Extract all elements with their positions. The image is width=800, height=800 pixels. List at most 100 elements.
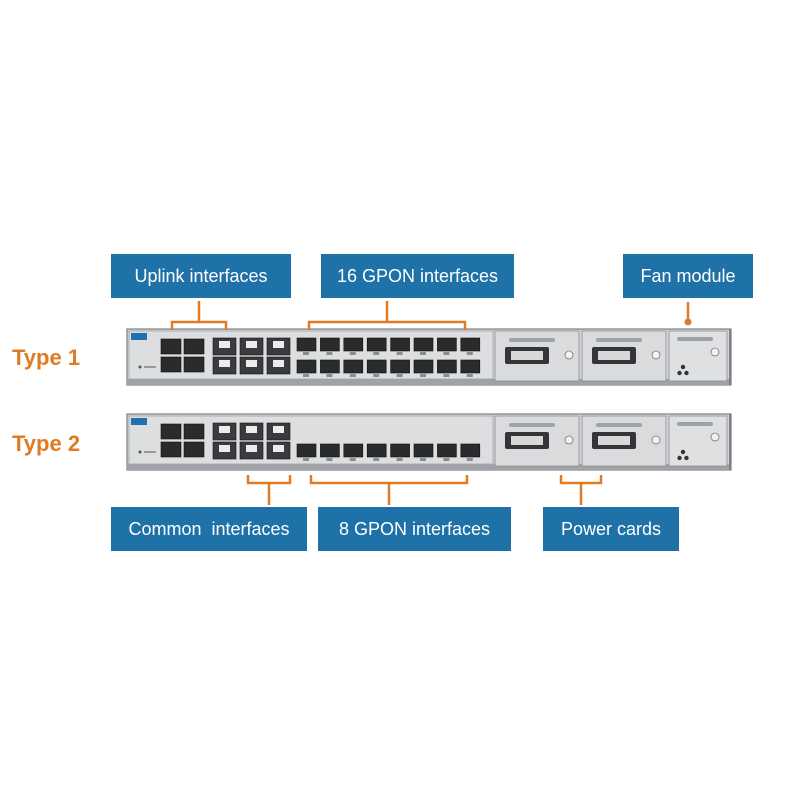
sfp-uplink-port [160, 356, 182, 373]
rj45-port-opening [246, 426, 257, 433]
fan-module-handle [677, 422, 713, 426]
gpon-port-led [326, 352, 333, 355]
gpon-port-led [373, 352, 380, 355]
sfp-uplink-port [160, 423, 182, 440]
gpon-port [296, 443, 317, 458]
bracket-common [246, 475, 292, 505]
rj45-port-opening [273, 341, 284, 348]
gpon-port [437, 359, 457, 374]
gpon-port-led [326, 458, 333, 461]
fan-module-screw [710, 432, 720, 442]
status-led [138, 450, 142, 454]
sfp-uplink-port [183, 423, 205, 440]
sfp-uplink-port [160, 338, 182, 355]
gpon-port [366, 443, 387, 458]
rj45-port-opening [273, 445, 284, 452]
gpon-port-led [373, 458, 380, 461]
power-card-screw [651, 350, 661, 360]
gpon-port-led [396, 458, 403, 461]
chassis-type-1 [126, 328, 732, 386]
status-label [144, 366, 156, 368]
gpon-port [413, 443, 434, 458]
status-led [138, 365, 142, 369]
chassis-right-edge [729, 329, 731, 385]
gpon-port [296, 359, 317, 374]
rj45-port-opening [219, 445, 230, 452]
gpon-port-led [396, 374, 403, 377]
callout-uplink-interfaces: Uplink interfaces [111, 254, 291, 298]
rj45-port-opening [246, 341, 257, 348]
fan-icon-blade [677, 455, 682, 461]
power-card-screw [564, 350, 574, 360]
power-connector-inner [511, 436, 543, 445]
power-card-handle [509, 338, 555, 342]
gpon-port-led [443, 374, 450, 377]
gpon-port [460, 359, 481, 374]
rj45-port-opening [246, 445, 257, 452]
gpon-port [320, 359, 340, 374]
power-card-handle [596, 338, 642, 342]
gpon-port [343, 359, 364, 374]
gpon-port [320, 443, 340, 458]
callout-common-interfaces: Common interfaces [111, 507, 307, 551]
fan-module-handle [677, 337, 713, 341]
sfp-uplink-port [183, 356, 205, 373]
gpon-port [366, 359, 387, 374]
fan-icon-blade [680, 364, 686, 370]
leader-fan-module-dot [684, 318, 692, 326]
gpon-port-led [303, 352, 309, 355]
gpon-port [437, 337, 457, 352]
chassis-bottom-edge [127, 464, 731, 470]
fan-icon-blade [680, 449, 686, 455]
gpon-port-led [443, 458, 450, 461]
status-label [144, 451, 156, 453]
gpon-port-led [466, 352, 473, 355]
gpon-port [343, 443, 364, 458]
gpon-port [390, 337, 410, 352]
fan-icon-blade [684, 455, 689, 461]
sfp-uplink-port [183, 338, 205, 355]
bracket-uplink [170, 301, 228, 330]
rj45-port-opening [219, 426, 230, 433]
bracket-16-gpon [307, 301, 467, 330]
gpon-port [413, 359, 434, 374]
gpon-port-led [303, 458, 309, 461]
rj45-port-opening [273, 360, 284, 367]
gpon-port-led [396, 352, 403, 355]
brand-logo [131, 418, 147, 425]
gpon-port [460, 443, 481, 458]
gpon-port-led [373, 374, 380, 377]
gpon-port-led [326, 374, 333, 377]
rj45-port-opening [219, 360, 230, 367]
power-connector-inner [598, 436, 630, 445]
rj45-port-opening [273, 426, 284, 433]
type-2-label: Type 2 [12, 431, 81, 456]
fan-icon-blade [677, 370, 682, 376]
gpon-port-led [466, 458, 473, 461]
rj45-port-opening [246, 360, 257, 367]
rj45-port-opening [219, 341, 230, 348]
gpon-port-led [420, 458, 426, 461]
gpon-port [366, 337, 387, 352]
gpon-port [460, 337, 481, 352]
gpon-port-led [420, 374, 426, 377]
callout-power-cards: Power cards [543, 507, 679, 551]
power-card-handle [509, 423, 555, 427]
brand-logo [131, 333, 147, 340]
gpon-port [390, 359, 410, 374]
sfp-uplink-port [160, 441, 182, 458]
chassis-layer [126, 328, 732, 471]
gpon-port [413, 337, 434, 352]
callout-16-gpon-interfaces: 16 GPON interfaces [321, 254, 514, 298]
power-card-screw [651, 435, 661, 445]
gpon-port [320, 337, 340, 352]
chassis-bottom-edge [127, 379, 731, 385]
gpon-port-led [349, 458, 356, 461]
gpon-port-led [443, 352, 450, 355]
gpon-port-led [420, 352, 426, 355]
bracket-layer [170, 301, 692, 505]
power-connector-inner [511, 351, 543, 360]
power-connector-inner [598, 351, 630, 360]
sfp-uplink-port [183, 441, 205, 458]
